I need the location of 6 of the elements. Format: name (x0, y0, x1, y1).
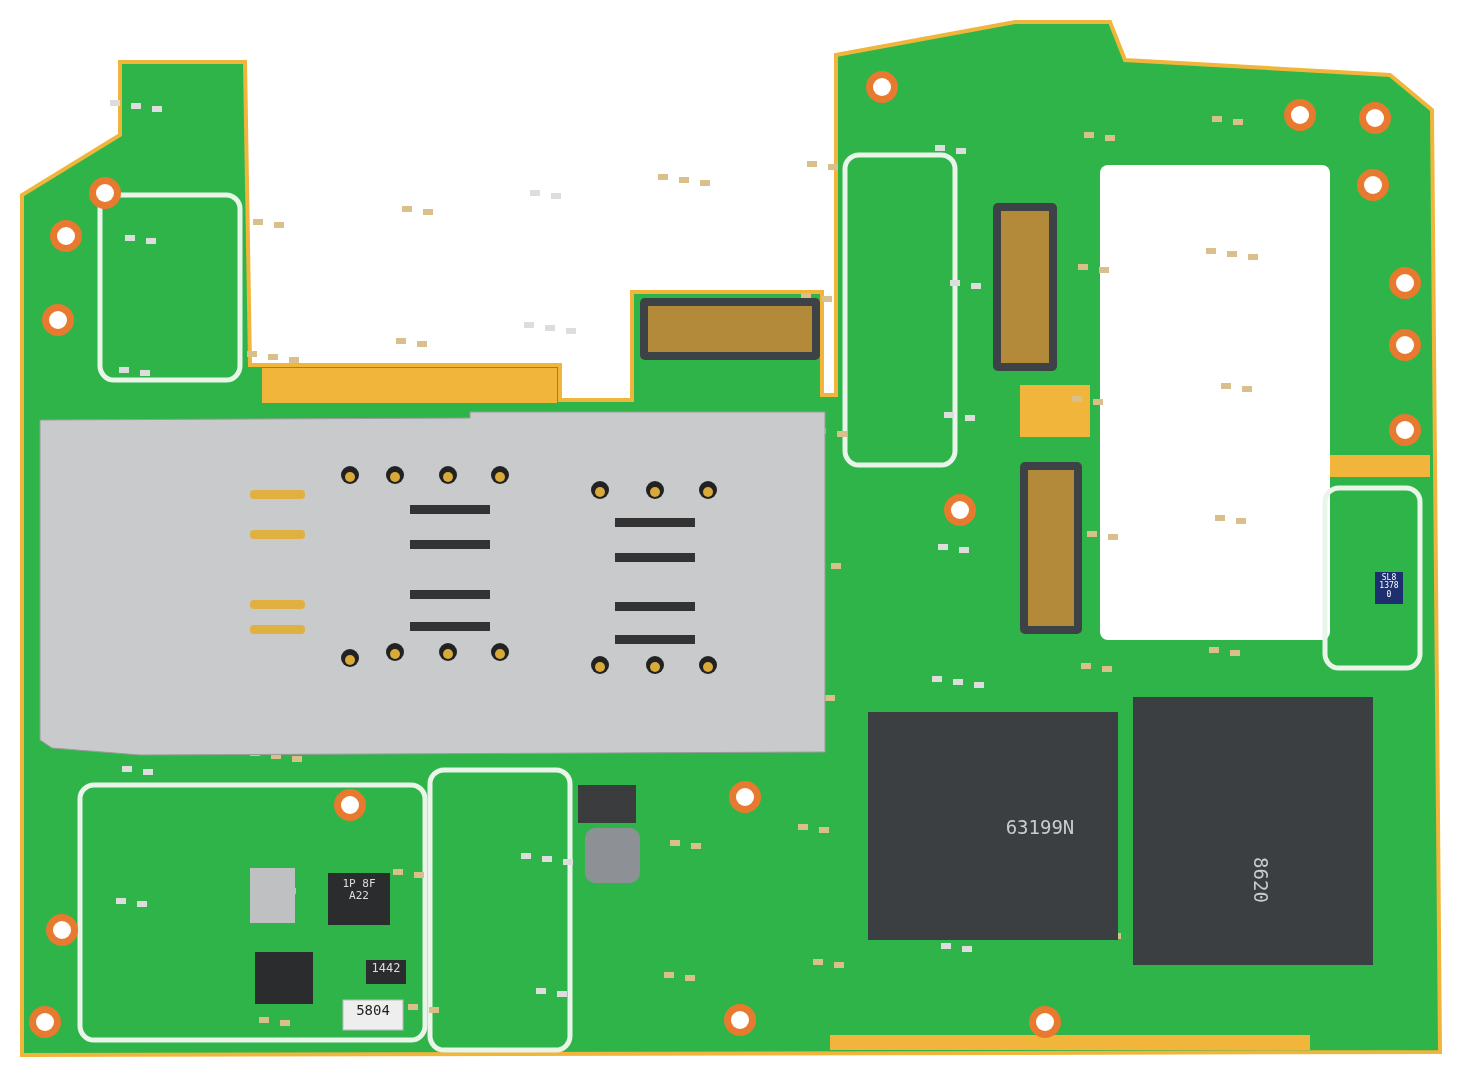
chip-marking: 8620 (1250, 856, 1270, 905)
chip-marking: 63199N (1004, 818, 1076, 838)
chip-marking: 5804 (355, 1003, 391, 1018)
chip-marking: SL8 1378 0 (1378, 574, 1400, 600)
chip-marking: 1P 8F A22 (341, 878, 377, 902)
chip-marking: 1442 (370, 962, 402, 975)
